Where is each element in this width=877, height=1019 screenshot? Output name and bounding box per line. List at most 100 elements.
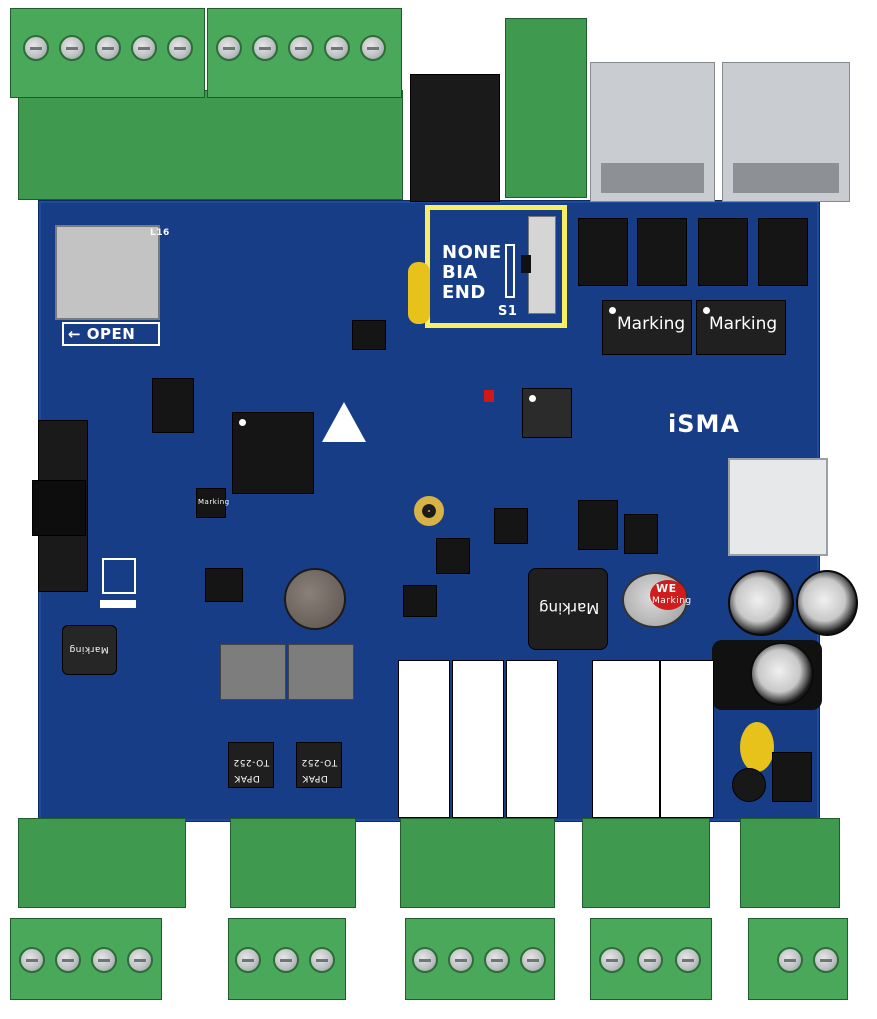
switch-knob: [521, 255, 531, 273]
marked-chip-small: Marking: [196, 488, 229, 518]
screw-icon: [599, 947, 625, 973]
we-logo-badge: [650, 580, 686, 610]
esd-warning-icon: [322, 402, 366, 442]
screw-icon: [91, 947, 117, 973]
rj45-port-2: [722, 62, 850, 202]
screw-icon: [19, 947, 45, 973]
dpak-1-label: DPAK: [234, 773, 260, 783]
screw-icon: [637, 947, 663, 973]
screw-icon: [131, 35, 157, 61]
rj45-port-1: [590, 62, 715, 202]
ic-main-processor: [232, 412, 314, 494]
yellow-capacitor-top: [408, 262, 430, 324]
marked-chip-2: Marking: [696, 300, 786, 355]
weee-bar: [100, 600, 136, 608]
dpak-1-type: TO-252: [233, 757, 270, 767]
inductor-left: Marking: [62, 625, 117, 675]
weee-bin-icon: [102, 558, 136, 594]
ic-small-3: [578, 500, 618, 550]
ic-small-2: [494, 508, 528, 544]
marking-text-2: Marking: [709, 314, 778, 334]
switch-ref-label: S1: [498, 304, 518, 319]
we-capacitor: WE Marking: [622, 572, 691, 628]
we-logo: WE: [656, 582, 677, 595]
power-chip-4: [758, 218, 808, 286]
power-chip-2: [637, 218, 687, 286]
ic-qfp: [522, 388, 572, 438]
small-cylinder-br: [732, 768, 766, 802]
inductor-large: Marking: [528, 568, 608, 650]
screw-icon: [520, 947, 546, 973]
switch-body: [528, 216, 556, 314]
dpak-1: DPAK TO-252: [228, 742, 274, 788]
screw-icon: [360, 35, 386, 61]
screw-icon: [484, 947, 510, 973]
terminal-plug-top-left-1: [10, 8, 205, 98]
yellow-capacitor-bottom: [740, 722, 774, 772]
electrolytic-cap-3: [750, 642, 814, 706]
sd-card-holder: [55, 225, 160, 320]
terminal-plug-bottom-2: [228, 918, 346, 1000]
relay-5: [660, 660, 714, 818]
terminal-block-bottom-5: [740, 818, 840, 908]
terminal-plug-bottom-5: [748, 918, 848, 1000]
marking-text-small: Marking: [198, 498, 230, 506]
screw-icon: [324, 35, 350, 61]
marking-text-1: Marking: [617, 314, 686, 334]
ic-small-1: [352, 320, 386, 350]
screw-icon: [235, 947, 261, 973]
relay-3: [506, 660, 558, 818]
switch-label-end: END: [442, 282, 486, 303]
screw-icon: [675, 947, 701, 973]
terminal-block-bottom-3: [400, 818, 555, 908]
marked-chip-1: Marking: [602, 300, 692, 355]
mounting-hole: [414, 496, 444, 526]
screw-icon: [167, 35, 193, 61]
we-marking: Marking: [652, 596, 692, 606]
screw-icon: [127, 947, 153, 973]
switch-position-indicator: [505, 244, 515, 298]
marking-text-inductor: Marking: [539, 599, 600, 617]
screw-icon: [309, 947, 335, 973]
pin-header-cover: [32, 480, 86, 536]
black-block-br: [772, 752, 812, 802]
ic-small-6: [205, 568, 243, 602]
terminal-plug-bottom-3: [405, 918, 555, 1000]
sd-card-ref: L16: [150, 228, 170, 238]
terminal-block-bottom-1: [18, 818, 186, 908]
screw-icon: [216, 35, 242, 61]
marking-text-inductor-left: Marking: [69, 644, 109, 654]
terminal-block-small-top: [505, 18, 587, 198]
screw-icon: [23, 35, 49, 61]
electrolytic-cap-1: [728, 570, 794, 636]
round-capacitor: [284, 568, 346, 630]
screw-icon: [777, 947, 803, 973]
power-chip-3: [698, 218, 748, 286]
screw-icon: [59, 35, 85, 61]
ic-left: [152, 378, 194, 433]
screw-icon: [813, 947, 839, 973]
dpak-2-type: TO-252: [301, 757, 338, 767]
ic-small-5: [436, 538, 470, 574]
screw-icon: [252, 35, 278, 61]
dpak-tab-1: [220, 644, 286, 700]
relay-1: [398, 660, 450, 818]
screw-icon: [412, 947, 438, 973]
terminal-plug-bottom-4: [590, 918, 712, 1000]
terminal-block-top-left: [18, 90, 403, 200]
relay-4: [592, 660, 660, 818]
terminal-block-bottom-4: [582, 818, 710, 908]
ic-small-4: [624, 514, 658, 554]
open-label-box: [62, 322, 160, 346]
ic-small-7: [403, 585, 437, 617]
usb-connector: [728, 458, 828, 556]
relay-2: [452, 660, 504, 818]
black-connector: [410, 74, 500, 202]
red-led: [484, 390, 494, 402]
dpak-2: DPAK TO-252: [296, 742, 342, 788]
electrolytic-cap-2: [796, 570, 858, 636]
screw-icon: [273, 947, 299, 973]
isma-logo: iSMA: [668, 410, 740, 438]
dpak-2-label: DPAK: [302, 773, 328, 783]
switch-label-none: NONE: [442, 242, 502, 263]
